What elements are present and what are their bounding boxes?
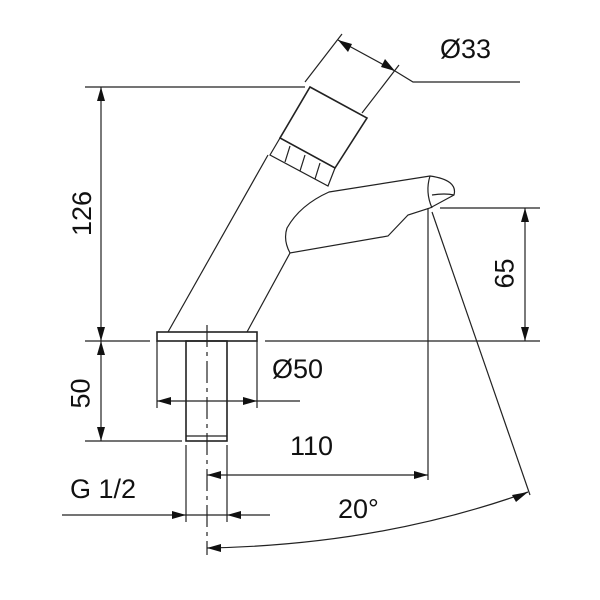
arrowhead [338,40,352,52]
arrowhead [243,397,257,405]
shank-length-label: 50 [65,378,96,409]
arrowhead [97,427,105,441]
hex-nut [269,137,336,187]
extension-line [304,33,343,83]
arrowhead [207,471,221,479]
angle-arc [206,491,529,549]
nut-facet-line [314,162,321,180]
tap-body [156,85,456,555]
arrowhead [414,471,428,479]
thread-label: G 1/2 [70,474,137,504]
arrowhead [521,327,529,341]
angle-reference-line [431,211,531,496]
arrowhead [97,327,105,341]
base-diameter-label: Ø50 [272,354,324,384]
cap-diameter-label: Ø33 [440,34,492,64]
spout [284,175,456,254]
nut-facet-line [299,154,306,172]
spout-height-label: 65 [489,258,520,289]
spout-outlet [431,193,455,196]
arrowhead [172,511,186,519]
arrowhead [512,492,528,502]
spout-tip-edge [427,175,433,209]
arrowhead [97,341,105,355]
spout-reach-label: 110 [290,431,334,461]
dimension-lines [62,33,540,552]
arrowhead [521,208,529,222]
arrowhead [207,544,221,552]
nut-facet-line [284,145,291,163]
spout-angle-label: 20° [338,494,379,524]
body-left-edge [167,154,269,333]
total-height-label: 126 [67,190,98,237]
arrowhead [381,59,395,71]
push-cap [278,85,369,170]
arrowhead [157,397,171,405]
arrowhead [227,511,241,519]
extension-line [361,64,400,114]
cap-diameter-leader [394,70,520,83]
body-right-edge [246,252,291,333]
arrowhead [97,87,105,101]
